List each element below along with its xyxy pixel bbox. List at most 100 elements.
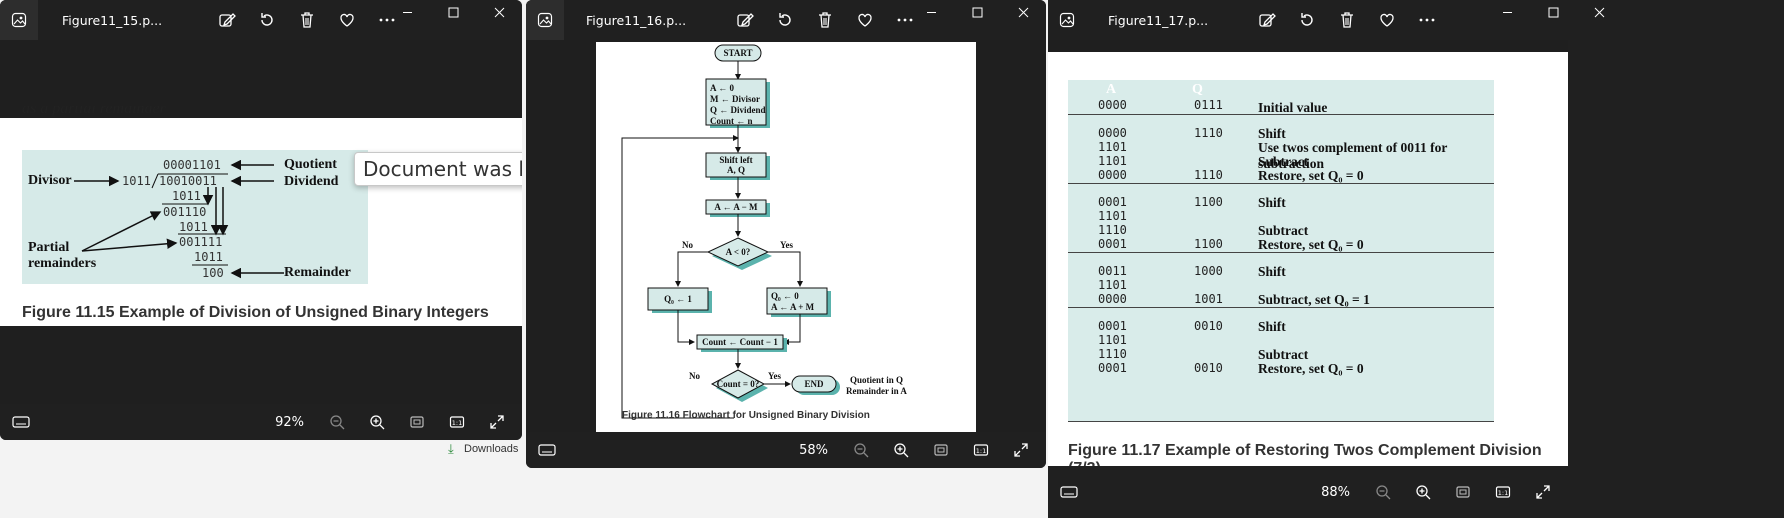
zoom-level[interactable]: 92% (275, 414, 304, 430)
fit-icon[interactable] (402, 412, 432, 432)
maximize-icon[interactable] (1530, 0, 1576, 24)
minimize-icon[interactable] (908, 0, 954, 24)
fit-icon[interactable] (926, 440, 956, 460)
keyboard-icon[interactable] (538, 441, 556, 459)
group-separator (1068, 252, 1494, 253)
close-icon[interactable] (1576, 0, 1622, 24)
cell-a: 1110 (1098, 347, 1127, 361)
cell-description: Initial value (1258, 100, 1328, 115)
start-label: START (723, 48, 752, 58)
header-a: A (1106, 82, 1117, 97)
end-label: END (804, 379, 824, 389)
cell-a: 0000 (1098, 168, 1127, 182)
decision-a-negative (706, 237, 770, 267)
cell-a: 0001 (1098, 195, 1127, 209)
cell-a: 0001 (1098, 237, 1127, 251)
zoom-out-icon[interactable] (322, 412, 352, 432)
zoom-level[interactable]: 58% (799, 442, 828, 458)
flowchart: START A ← 0 M ← Divisor Q ← Dividend Cou… (621, 44, 907, 419)
label-dividend: Dividend (284, 174, 339, 189)
fullscreen-icon[interactable] (1006, 440, 1036, 460)
close-icon[interactable] (476, 0, 522, 24)
zoom-level[interactable]: 88% (1321, 484, 1350, 500)
decision-label: A < 0? (726, 247, 751, 257)
cell-q: 0010 (1194, 319, 1223, 333)
actual-size-icon[interactable]: 1:1 (442, 412, 472, 432)
cell-q: 1001 (1194, 292, 1223, 306)
delete-icon[interactable] (1338, 11, 1356, 29)
more-icon[interactable] (1418, 11, 1436, 29)
maximize-icon[interactable] (954, 0, 1000, 24)
group-separator (1068, 114, 1494, 115)
yes-label: Yes (780, 240, 793, 250)
cell-description: Subtract (1258, 347, 1309, 362)
zoom-in-icon[interactable] (886, 440, 916, 460)
table-row: 1110 Subtract (1068, 347, 1494, 362)
no-label: No (682, 240, 693, 250)
cell-description: Subtract, set Q₀ = 1 (1258, 292, 1370, 307)
quotient-bits: 00001101 (163, 158, 221, 172)
cell-a: 1101 (1098, 209, 1127, 223)
background-explorer-strip: ⤓ Downloads (418, 440, 528, 518)
cell-q: 0111 (1194, 98, 1223, 112)
header-q: Q (1192, 82, 1203, 97)
count-box (696, 334, 784, 350)
edit-icon[interactable] (1258, 11, 1276, 29)
q0-set-1-label: Q₀ ← 1 (664, 294, 692, 304)
window-3-right-region (1568, 40, 1784, 518)
keyboard-icon[interactable] (12, 413, 30, 431)
maximize-icon[interactable] (430, 0, 476, 24)
delete-icon[interactable] (816, 11, 834, 29)
downloads-link[interactable]: Downloads (464, 443, 519, 455)
cell-q: 1100 (1194, 237, 1223, 251)
fit-icon[interactable] (1448, 482, 1478, 502)
edit-icon[interactable] (736, 11, 754, 29)
favorite-icon[interactable] (1378, 11, 1396, 29)
label-quotient: Quotient (284, 157, 337, 172)
download-icon: ⤓ (448, 442, 454, 457)
figure-11-15-image: as a partial remainder (0, 106, 522, 326)
close-icon[interactable] (1000, 0, 1046, 24)
delete-icon[interactable] (298, 11, 316, 29)
divisor-bits: 1011 (122, 174, 151, 188)
zoom-out-icon[interactable] (846, 440, 876, 460)
rotate-icon[interactable] (776, 11, 794, 29)
step-2: 001110 (163, 205, 207, 219)
rotate-icon[interactable] (258, 11, 276, 29)
actual-size-icon[interactable]: 1:1 (1488, 482, 1518, 502)
fullscreen-icon[interactable] (1528, 482, 1558, 502)
init-line-2: M ← Divisor (710, 94, 760, 104)
image-viewport: START A ← 0 M ← Divisor Q ← Dividend Cou… (526, 40, 1046, 468)
keyboard-icon[interactable] (1060, 483, 1078, 501)
result-line-1: Quotient in Q (850, 375, 903, 385)
cell-a: 1101 (1098, 278, 1127, 292)
favorite-icon[interactable] (856, 11, 874, 29)
actual-size-icon[interactable]: 1:1 (966, 440, 996, 460)
rotate-icon[interactable] (1298, 11, 1316, 29)
minimize-icon[interactable] (1484, 0, 1530, 24)
edit-icon[interactable] (218, 11, 236, 29)
cell-q: 1100 (1194, 195, 1223, 209)
fullscreen-icon[interactable] (482, 412, 512, 432)
step-3: 1011 (179, 220, 208, 234)
more-icon[interactable] (378, 11, 396, 29)
svg-text:1:1: 1:1 (976, 447, 986, 455)
label-partial: Partial (28, 240, 70, 255)
zoom-in-icon[interactable] (1408, 482, 1438, 502)
label-remainder: Remainder (284, 265, 351, 280)
zoom-in-icon[interactable] (362, 412, 392, 432)
minimize-icon[interactable] (384, 0, 430, 24)
count-decision-label: Count = 0? (717, 379, 760, 389)
favorite-icon[interactable] (338, 11, 356, 29)
cell-q: 0010 (1194, 361, 1223, 375)
zoom-out-icon[interactable] (1368, 482, 1398, 502)
more-icon[interactable] (896, 11, 914, 29)
result-line-2: Remainder in A (846, 386, 907, 396)
cell-a: 0000 (1098, 126, 1127, 140)
